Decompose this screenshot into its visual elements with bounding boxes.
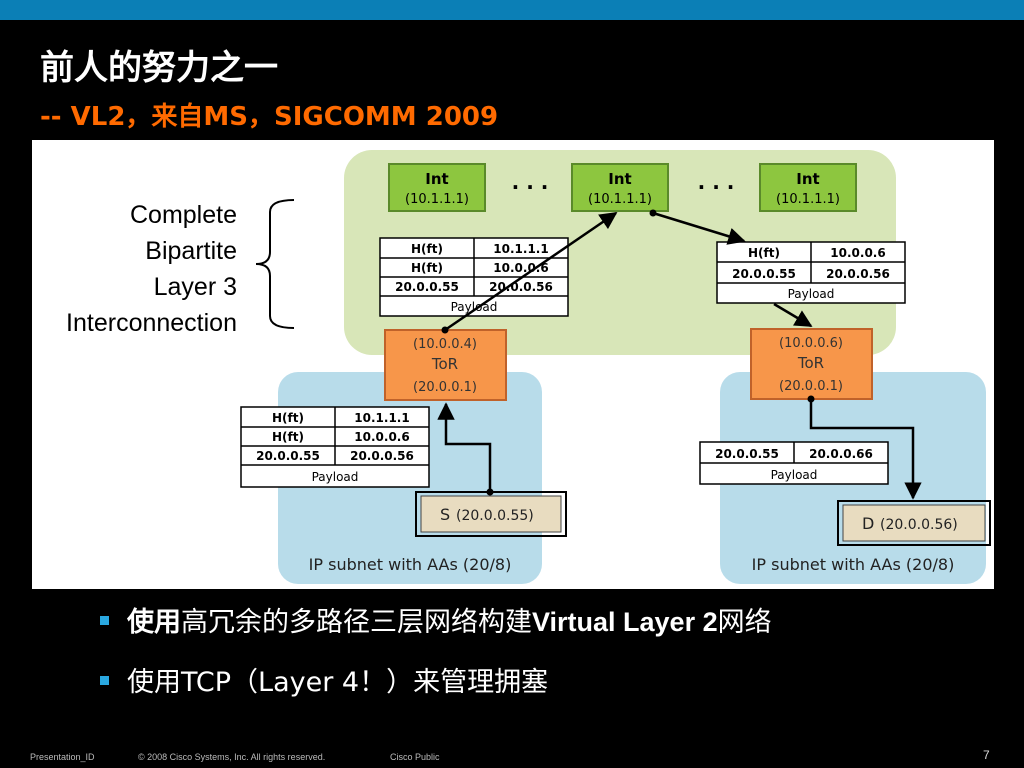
tor-right-ip-top: (10.0.0.6) [779,336,843,351]
tor-left-name: ToR [431,355,458,373]
packet-payload: Payload [312,470,359,484]
bullet-1-text: 高冗余的多路径三层网络构建 [181,607,532,638]
arrow-s-to-tor [437,402,492,492]
host-s-ip: (20.0.0.55) [456,508,534,524]
subnet-label-right: IP subnet with AAs (20/8) [752,555,955,574]
int-node-3-name: Int [796,170,819,188]
packet-cell: 10.1.1.1 [354,411,409,425]
host-d-outer [837,500,991,546]
host-d-label: D [862,514,874,533]
packet-payload: Payload [788,287,835,301]
packet-cell: 20.0.0.56 [826,267,890,281]
bullet-1-tail: 网络 [717,607,772,638]
packet-cell: 20.0.0.66 [809,447,873,461]
int-node-2-ip: (10.1.1.1) [588,192,652,207]
host-s-label: S [440,505,450,524]
subnet-label-left: IP subnet with AAs (20/8) [309,555,512,574]
packet-cell: H(ft) [272,411,304,425]
packet-cell: 20.0.0.56 [350,449,414,463]
arrow-origin-dot [486,488,494,496]
slide-subtitle: -- VL2，来自MS，SIGCOMM 2009 [40,102,499,132]
bullet-1-bold: 使用 [127,607,181,638]
host-s [420,495,562,533]
arrow-origin-dot [807,395,815,403]
int-node-2 [571,163,669,212]
int-node-1-name: Int [425,170,448,188]
int-node-1 [388,163,486,212]
packet-cell: H(ft) [748,246,780,260]
packet-cell: 10.0.0.6 [493,261,548,275]
ellipsis-1: · · · [512,175,549,199]
arrow-origin-dot [649,209,657,217]
arrow-packet-to-tor [773,302,813,328]
brace-label-line: Bipartite [145,237,237,265]
host-d-ip: (20.0.0.56) [880,517,958,533]
packet-cell: 20.0.0.55 [715,447,779,461]
host-d [842,504,986,542]
int-node-1-ip: (10.1.1.1) [405,192,469,207]
int-node-2-name: Int [608,170,631,188]
packet-cell: 20.0.0.55 [732,267,796,281]
tor-right-name: ToR [797,354,824,372]
packet-cell: 10.0.0.6 [354,430,409,444]
bullet-item-1: 使用高冗余的多路径三层网络构建Virtual Layer 2网络 [100,600,772,639]
arrow-origin-dot [441,326,449,334]
footer-presentation-id: Presentation_ID [30,752,95,762]
packet-cell: 20.0.0.55 [256,449,320,463]
vl2-diagram: Complete Bipartite Layer 3 Interconnecti… [32,140,994,589]
page-number: 7 [983,748,990,762]
packet-cell: 20.0.0.55 [395,280,459,294]
footer-classification: Cisco Public [390,752,440,762]
packet-cell: H(ft) [411,261,443,275]
brace-label-line: Layer 3 [154,273,237,301]
slide-title: 前人的努力之一 [40,48,278,88]
bullet-item-2: 使用TCP（Layer 4！）来管理拥塞 [100,660,548,699]
tor-right-ip-bottom: (20.0.0.1) [779,379,843,394]
int-node-3 [759,163,857,212]
bullet-square-icon [100,616,109,625]
brace-shape [255,199,295,329]
packet-cell: H(ft) [411,242,443,256]
footer-copyright: © 2008 Cisco Systems, Inc. All rights re… [138,752,326,762]
packet-cell: 10.0.0.6 [830,246,885,260]
int-node-3-ip: (10.1.1.1) [776,192,840,207]
tor-node-right [750,328,873,400]
tor-left-ip-top: (10.0.0.4) [413,337,477,352]
arrow-tor-to-d [809,399,922,500]
bullet-square-icon [100,676,109,685]
top-accent-bar [0,0,1024,20]
ellipsis-2: · · · [698,175,735,199]
packet-cell: 10.1.1.1 [493,242,548,256]
bullet-1-bold2: Virtual Layer 2 [532,607,718,637]
arrow-int-to-packet [652,211,746,245]
vl2-diagram-svg: Complete Bipartite Layer 3 Interconnecti… [66,150,991,584]
packet-payload: Payload [451,300,498,314]
brace-label-line: Complete [130,201,237,229]
packet-cell: H(ft) [272,430,304,444]
bullet-2-text: 使用TCP（Layer 4！）来管理拥塞 [127,667,549,698]
packet-payload: Payload [771,468,818,482]
packet-cell: 20.0.0.56 [489,280,553,294]
tor-left-ip-bottom: (20.0.0.1) [413,380,477,395]
brace-label-line: Interconnection [66,309,237,337]
arrow-tor-to-int [444,211,618,332]
